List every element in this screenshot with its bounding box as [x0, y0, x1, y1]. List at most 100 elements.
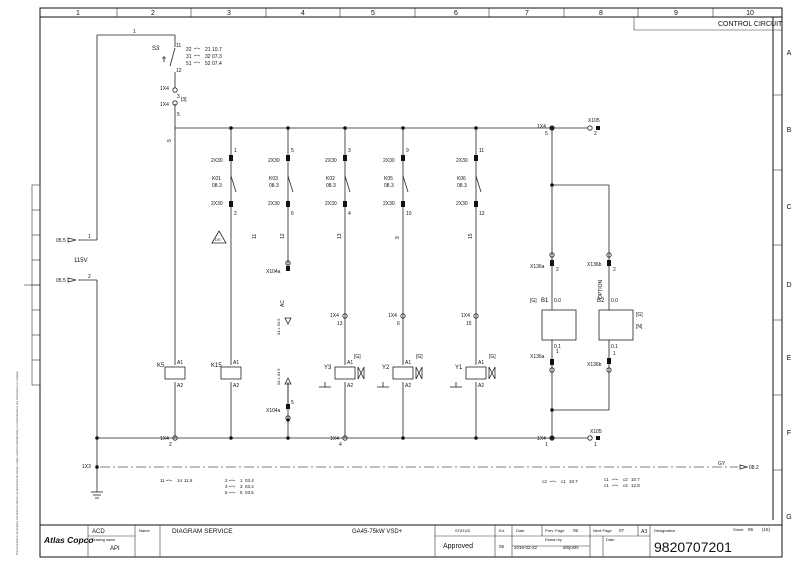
- svg-text:03.4: 03.4: [245, 484, 254, 489]
- drawing-owner: API: [110, 546, 120, 552]
- svg-text:11: 11: [479, 148, 484, 154]
- svg-text:0.1: 0.1: [611, 344, 618, 350]
- svg-text:X136a: X136a: [530, 354, 545, 360]
- model-name: GA45-75kW VSD+: [352, 529, 403, 535]
- svg-text:11: 11: [160, 478, 165, 483]
- svg-text:03.4: 03.4: [245, 478, 254, 483]
- svg-text:K01: K01: [212, 176, 221, 182]
- svg-text:13: 13: [337, 233, 343, 239]
- svg-text:2: 2: [169, 442, 172, 448]
- svg-text:5: 5: [167, 139, 173, 142]
- svg-text:1: 1: [545, 442, 548, 448]
- status-value: Approved: [443, 543, 473, 550]
- col-label-9: 9: [674, 10, 678, 17]
- date-label: Date: [516, 528, 525, 533]
- svg-text:c2: c2: [623, 483, 628, 488]
- voltage-label: 115V: [74, 258, 88, 264]
- copyright-note: This document is our property and shall …: [15, 371, 19, 555]
- svg-text:0.1: 0.1: [554, 344, 561, 350]
- svg-text:22: 22: [186, 47, 192, 53]
- ref-05-5-a: 05.5: [56, 238, 66, 244]
- svg-text:DS: DS: [215, 237, 221, 242]
- svg-text:K06: K06: [457, 176, 466, 182]
- section-label: ACD: [92, 529, 105, 535]
- svg-text:B1: B1: [541, 298, 549, 304]
- svg-text:08.2: 08.2: [749, 465, 759, 471]
- arrow-in-icon: [67, 277, 77, 283]
- svg-text:A2: A2: [177, 383, 183, 389]
- svg-text:B2: B2: [597, 298, 605, 304]
- svg-text:Y1: Y1: [455, 365, 463, 371]
- svg-text:2: 2: [556, 267, 559, 273]
- svg-text:12: 12: [479, 211, 485, 217]
- svg-text:[3]: [3]: [181, 97, 187, 103]
- wire-1-top-label: 1: [133, 29, 136, 35]
- svg-text:A1: A1: [478, 360, 484, 366]
- svg-text:[G]: [G]: [416, 354, 423, 360]
- svg-text:X136b: X136b: [587, 362, 602, 368]
- svg-text:08.3: 08.3: [384, 183, 394, 189]
- svg-text:1: 1: [594, 442, 597, 448]
- svg-text:2X30: 2X30: [268, 201, 280, 207]
- svg-text:5: 5: [545, 131, 548, 137]
- svg-text:A1: A1: [405, 360, 411, 366]
- svg-text:12: 12: [280, 233, 286, 239]
- row-label-c: C: [786, 204, 791, 211]
- svg-text:5: 5: [291, 400, 294, 406]
- svg-text:2X30: 2X30: [383, 158, 395, 164]
- svg-text:[G]: [G]: [354, 354, 361, 360]
- col-label-3: 3: [227, 10, 231, 17]
- row-label-e: E: [787, 355, 792, 362]
- svg-text:10.7: 10.7: [569, 479, 578, 484]
- name-label: Name: [139, 528, 150, 533]
- svg-text:K03: K03: [269, 176, 278, 182]
- svg-text:A1: A1: [177, 360, 183, 366]
- svg-text:12.8: 12.8: [631, 483, 640, 488]
- svg-text:08.3: 08.3: [457, 183, 467, 189]
- svg-text:2: 2: [225, 478, 228, 483]
- terminal-1x4-top: 1X4 3 [3] 1X4 5 5: [160, 86, 187, 142]
- title-block: [39, 524, 783, 558]
- svg-text:08.3: 08.3: [326, 183, 336, 189]
- svg-text:6: 6: [225, 490, 228, 495]
- svg-text:07.3: 07.3: [212, 54, 222, 60]
- svg-text:[G]: [G]: [636, 312, 643, 318]
- svg-text:X105: X105: [590, 429, 602, 435]
- svg-text:X104a: X104a: [266, 408, 281, 414]
- svg-text:5: 5: [177, 112, 180, 118]
- svg-text:X105: X105: [588, 118, 600, 124]
- sheet-number: 06: [748, 527, 754, 532]
- svg-text:08.3: 08.3: [212, 183, 222, 189]
- svg-text:4: 4: [225, 484, 228, 489]
- svg-text:2X30: 2X30: [325, 201, 337, 207]
- svg-text:31: 31: [186, 54, 192, 60]
- svg-text:1X4: 1X4: [160, 436, 169, 442]
- svg-text:[G]: [G]: [489, 354, 496, 360]
- prev-page-label: Prev. Page: [545, 528, 565, 533]
- svg-text:15: 15: [468, 233, 474, 239]
- col-label-10: 10: [746, 10, 754, 17]
- svg-text:A2: A2: [405, 383, 411, 389]
- svg-text:c1: c1: [561, 479, 566, 484]
- svg-text:08.3: 08.3: [269, 183, 279, 189]
- svg-text:c2: c2: [623, 477, 628, 482]
- wire-1-label: 1: [88, 234, 91, 240]
- row-label-g: G: [786, 514, 791, 521]
- date-value: 2016-02-22: [514, 545, 538, 550]
- svg-text:1X4: 1X4: [160, 102, 169, 108]
- svg-text:10: 10: [406, 211, 412, 217]
- svg-text:3: 3: [177, 94, 180, 100]
- svg-text:13: 13: [337, 321, 343, 327]
- svg-text:1: 1: [613, 351, 616, 357]
- diagram-name: DIAGRAM SERVICE: [172, 528, 233, 535]
- svg-text:3: 3: [240, 484, 243, 489]
- svg-text:1X4: 1X4: [388, 313, 397, 319]
- next-page-value: 07: [619, 528, 625, 533]
- svg-text:32: 32: [205, 54, 211, 60]
- svg-text:K02: K02: [326, 176, 335, 182]
- date2-label: Date: [606, 537, 615, 542]
